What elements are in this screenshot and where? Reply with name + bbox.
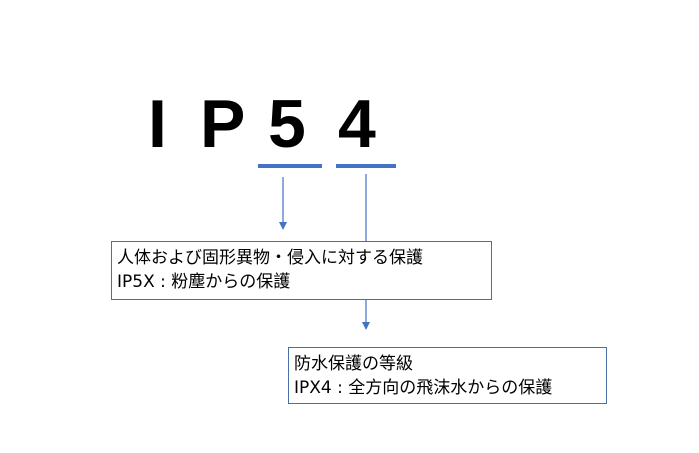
water-protection-level: IPX4 : 全方向の飛沫水からの保護 xyxy=(294,378,553,398)
water-protection-box: 防水保護の等級 IPX4 : 全方向の飛沫水からの保護 xyxy=(288,347,607,404)
dust-protection-level: IP5X : 粉塵からの保護 xyxy=(117,272,291,292)
code-letter-i: I xyxy=(148,86,167,162)
water-protection-title: 防水保護の等級 xyxy=(294,354,413,374)
water-digit-underline xyxy=(336,164,396,168)
dust-digit-underline xyxy=(258,164,322,168)
dust-protection-title: 人体および固形異物・侵入に対する保護 xyxy=(117,248,423,268)
code-letter-p: P xyxy=(200,86,246,162)
code-digit-water: 4 xyxy=(338,86,376,162)
dust-protection-box: 人体および固形異物・侵入に対する保護 IP5X : 粉塵からの保護 xyxy=(111,241,492,300)
code-digit-dust: 5 xyxy=(268,86,306,162)
